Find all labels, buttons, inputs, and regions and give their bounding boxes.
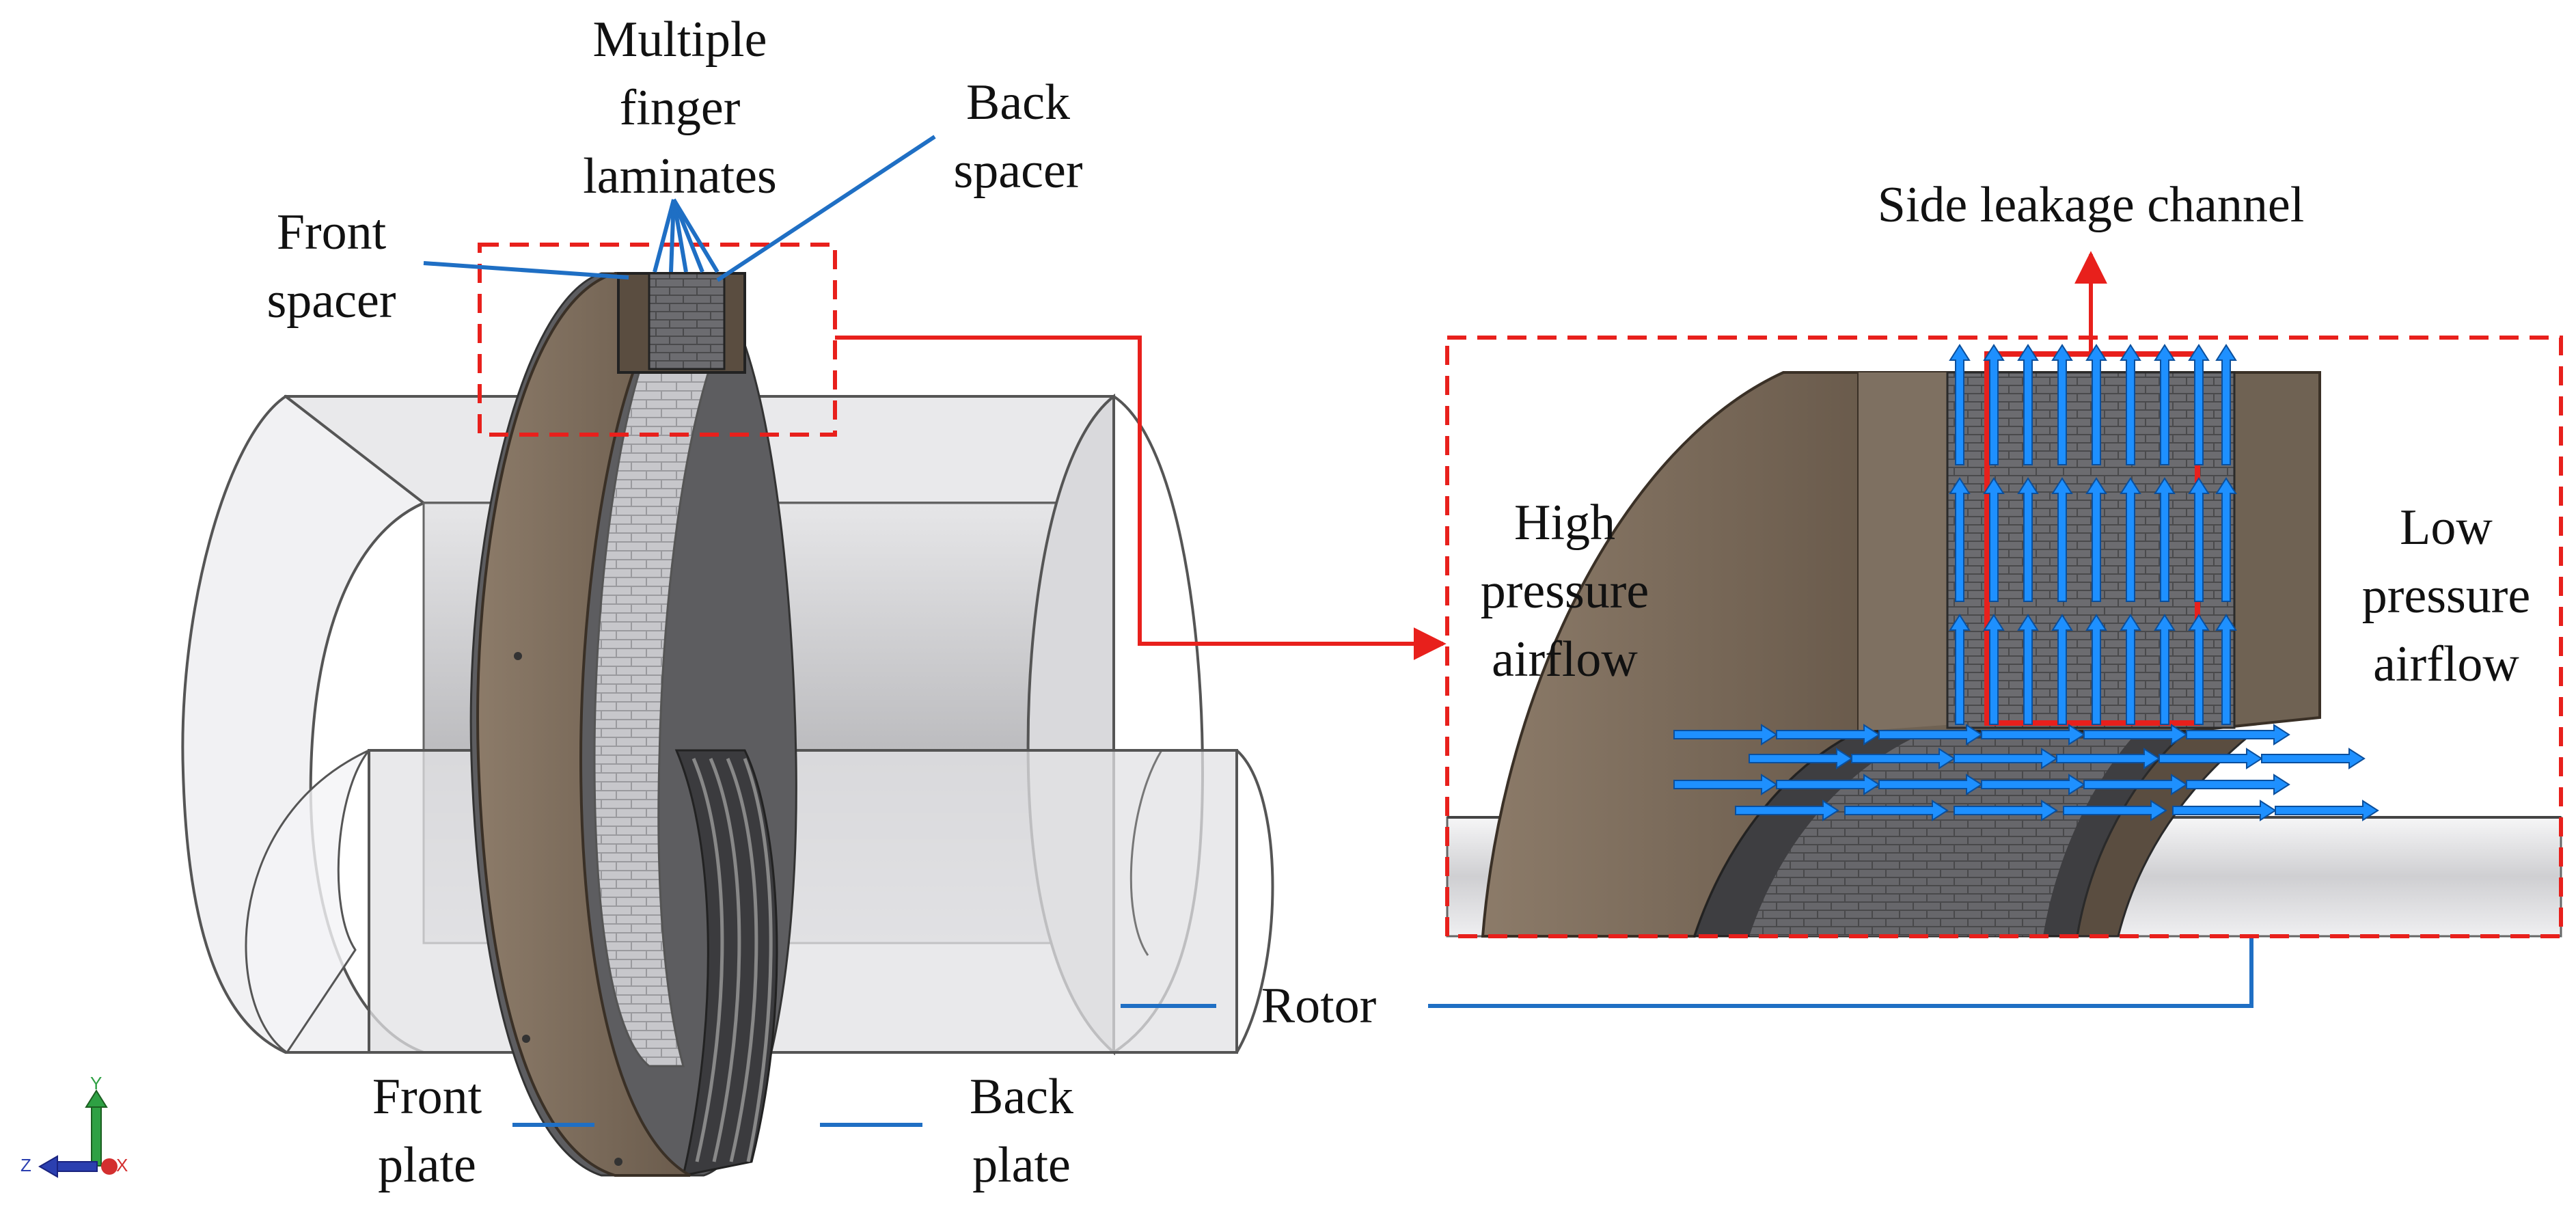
label-line: Front <box>276 204 387 260</box>
airflow-right-arrow <box>1878 724 1983 746</box>
airflow-right-arrow <box>1673 774 1778 795</box>
airflow-up-arrow <box>2215 344 2237 465</box>
label-line: Back <box>969 1069 1074 1125</box>
airflow-up-arrow <box>2085 344 2107 465</box>
airflow-up-arrow <box>2188 344 2210 465</box>
airflow-right-arrow <box>2186 724 2290 746</box>
label-line: High <box>1514 495 1615 551</box>
seal-assembly-illustration <box>181 272 1274 1177</box>
airflow-up-arrow <box>2120 344 2141 465</box>
high-pressure-airflow-label: High pressure airflow <box>1462 489 1667 694</box>
multiple-finger-laminates-label: Multiple finger laminates <box>553 5 806 210</box>
airflow-right-arrow <box>1954 800 2058 821</box>
airflow-up-arrow <box>2120 477 2141 602</box>
airflow-up-arrow <box>2051 344 2073 465</box>
airflow-up-arrow <box>2154 614 2176 725</box>
low-pressure-airflow-label: Low pressure airflow <box>2337 493 2556 698</box>
airflow-right-arrow <box>1954 748 2058 769</box>
zoom-connector-arrow <box>835 336 1447 660</box>
label-line: Front <box>372 1069 482 1125</box>
airflow-right-arrow <box>2056 748 2161 769</box>
airflow-right-arrow <box>1673 724 1778 746</box>
label-line: Multiple <box>592 12 767 68</box>
airflow-up-arrow <box>2215 477 2237 602</box>
airflow-right-arrow <box>2172 800 2277 821</box>
label-line: spacer <box>266 273 396 329</box>
airflow-arrows <box>1673 344 2379 821</box>
airflow-right-arrow <box>1749 748 1853 769</box>
back-spacer-label: Back spacer <box>929 68 1107 205</box>
label-line: airflow <box>2373 636 2519 692</box>
airflow-right-arrow <box>2063 800 2167 821</box>
back-plate-label: Back plate <box>933 1063 1110 1199</box>
airflow-right-arrow <box>1735 800 1839 821</box>
axis-y-label: Y <box>90 1073 102 1093</box>
axis-z-label: Z <box>20 1155 31 1175</box>
label-line: Back <box>965 74 1071 131</box>
airflow-up-arrow <box>2120 614 2141 725</box>
label-line: spacer <box>953 143 1083 199</box>
airflow-up-arrow <box>2215 614 2237 725</box>
airflow-up-arrow <box>1983 344 2005 465</box>
zoomed-section-illustration <box>1446 371 2562 938</box>
airflow-up-arrow <box>2017 477 2039 602</box>
airflow-up-arrow <box>2085 477 2107 602</box>
airflow-right-arrow <box>1776 774 1880 795</box>
airflow-up-arrow <box>2051 614 2073 725</box>
airflow-right-arrow <box>1844 800 1949 821</box>
airflow-up-arrow <box>2017 344 2039 465</box>
front-spacer-label: Front spacer <box>243 198 420 335</box>
airflow-up-arrow <box>2017 614 2039 725</box>
axis-x-label: X <box>116 1155 128 1175</box>
airflow-right-arrow <box>2083 774 2188 795</box>
airflow-up-arrow <box>2051 477 2073 602</box>
label-line: plate <box>378 1137 476 1193</box>
airflow-right-arrow <box>2159 748 2263 769</box>
label-line: plate <box>972 1137 1071 1193</box>
label-line: pressure <box>2361 568 2531 624</box>
airflow-right-arrow <box>1878 774 1983 795</box>
label-line: Low <box>2400 500 2493 556</box>
airflow-up-arrow <box>1949 344 1971 465</box>
airflow-right-arrow <box>2186 774 2290 795</box>
zoomed-view-frame <box>1445 336 2563 938</box>
label-line: laminates <box>583 148 777 204</box>
airflow-right-arrow <box>1776 724 1880 746</box>
label-line: finger <box>619 80 741 136</box>
rotor-label: Rotor <box>1261 978 1377 1034</box>
airflow-up-arrow <box>1949 614 1971 725</box>
airflow-up-arrow <box>2188 614 2210 725</box>
detail-region-box <box>478 243 837 437</box>
airflow-up-arrow <box>2188 477 2210 602</box>
side-leakage-channel-label: Side leakage channel <box>1877 177 2305 233</box>
airflow-right-arrow <box>2083 724 2188 746</box>
airflow-up-arrow <box>1983 477 2005 602</box>
label-line: airflow <box>1492 631 1638 687</box>
airflow-up-arrow <box>2085 614 2107 725</box>
airflow-up-arrow <box>1949 477 1971 602</box>
label-line: pressure <box>1480 563 1649 619</box>
airflow-right-arrow <box>1851 748 1956 769</box>
airflow-up-arrow <box>2154 344 2176 465</box>
airflow-right-arrow <box>2261 748 2366 769</box>
airflow-up-arrow <box>2154 477 2176 602</box>
airflow-up-arrow <box>1983 614 2005 725</box>
airflow-right-arrow <box>1981 724 2085 746</box>
airflow-right-arrow <box>2275 800 2379 821</box>
airflow-right-arrow <box>1981 774 2085 795</box>
axis-triad-icon <box>38 1089 118 1178</box>
front-plate-label: Front plate <box>338 1063 516 1199</box>
